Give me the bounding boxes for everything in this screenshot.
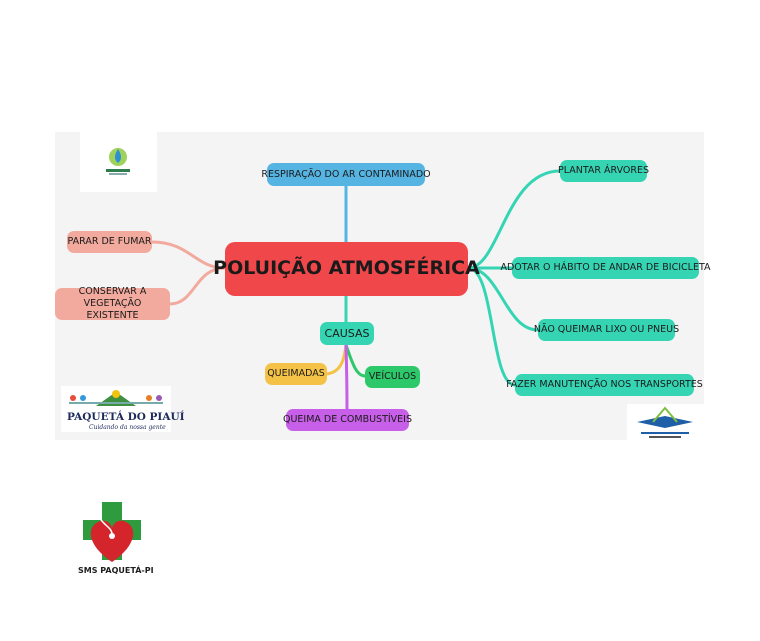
paqueta-logo-title: PAQUETÁ DO PIAUÍ — [67, 411, 185, 423]
central-topic[interactable]: POLUIÇÃO ATMOSFÉRICA — [213, 242, 480, 296]
green-seal-logo-icon — [80, 132, 157, 192]
node-andar-bicicleta[interactable]: ADOTAR O HÁBITO DE ANDAR DE BICICLETA — [500, 257, 711, 279]
node-queimadas[interactable]: QUEIMADAS — [265, 363, 327, 385]
sms-heart-cross-logo-icon: SMS PAQUETÁ-PI — [76, 500, 154, 580]
node-nao-queimar-lixo[interactable]: NÃO QUEIMAR LIXO OU PNEUS — [534, 319, 679, 341]
education-logo-icon — [627, 404, 704, 442]
paqueta-logo-tagline: Cuidando da nossa gente — [89, 424, 166, 431]
paqueta-do-piaui-logo-icon: PAQUETÁ DO PIAUÍ Cuidando da nossa gente — [61, 386, 185, 432]
sms-logo-label: SMS PAQUETÁ-PI — [78, 566, 154, 575]
node-veiculos[interactable]: VEÍCULOS — [365, 366, 420, 388]
node-respiracao[interactable]: RESPIRAÇÃO DO AR CONTAMINADO — [261, 163, 431, 186]
node-conservar-vegetacao[interactable]: CONSERVAR A VEGETAÇÃO EXISTENTE — [55, 286, 170, 321]
node-plantar-arvores[interactable]: PLANTAR ÁRVORES — [558, 160, 649, 182]
node-manutencao-transportes[interactable]: FAZER MANUTENÇÃO NOS TRANSPORTES — [506, 374, 703, 396]
node-causas[interactable]: CAUSAS — [320, 322, 374, 345]
node-queima-combustiveis[interactable]: QUEIMA DE COMBUSTÍVEIS — [283, 409, 412, 431]
node-parar-de-fumar[interactable]: PARAR DE FUMAR — [67, 231, 152, 253]
